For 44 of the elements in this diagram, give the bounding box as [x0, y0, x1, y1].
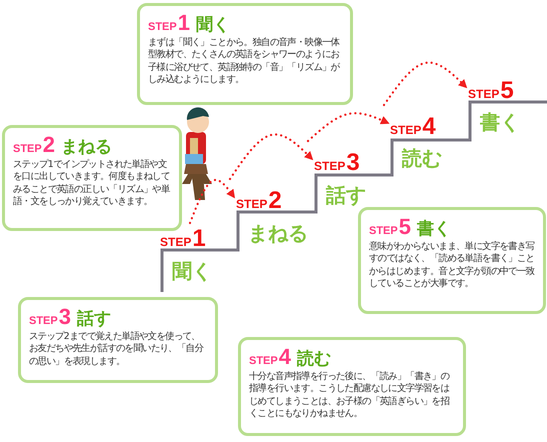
step-card: [18, 297, 218, 383]
step-number: 2: [42, 132, 55, 158]
step-number: 4: [422, 113, 436, 141]
step-tag: STEP: [236, 197, 268, 211]
step-number: 1: [192, 225, 206, 253]
description-text: 意味がわからないまま、単に文字を書き写すのではなく、「読める単語を書く」ことからはじめます。音と文字が頭の中で一致していることが大事です。: [369, 241, 535, 291]
step-tag: STEP: [29, 315, 58, 327]
step-title: 話す: [326, 182, 366, 209]
step-number: 5: [398, 214, 411, 240]
description-text: ステップ1でインプットされた単語や文を口に出していきます。何度もまねしてみることで英語の正しい「リズム」や単語・文をしっかり覚えていきます。: [13, 159, 171, 209]
step-tag: STEP: [314, 159, 346, 173]
dotted-arrow: [382, 61, 468, 106]
step-title: 読む: [402, 145, 442, 172]
step-tag: STEP: [390, 123, 422, 137]
step-tag: STEP: [160, 235, 192, 249]
step-tag: STEP: [468, 87, 500, 101]
dotted-arrow: [188, 178, 236, 224]
step-card: [238, 337, 466, 436]
step-title: 聞く: [196, 14, 230, 36]
dotted-arrow: [306, 112, 390, 142]
step-tag: STEP: [249, 355, 278, 367]
step-number: 1: [178, 10, 190, 36]
step-card: [137, 3, 353, 105]
description-text: ステップ2までで覚えた単語や文を使って、お友だちや先生が話すのを聞いたり、「自分の思い」を表現します。: [29, 331, 204, 368]
step-number: 3: [346, 149, 360, 177]
step-title: 読む: [296, 348, 331, 370]
step-number: 3: [58, 304, 71, 330]
step-number: 5: [500, 77, 514, 105]
step-card: [358, 207, 546, 314]
step-title: 聞く: [172, 258, 212, 285]
step-tag: STEP: [369, 225, 398, 237]
dotted-arrow: [228, 133, 314, 180]
description-text: 十分な音声指導を行った後に、「読み」「書き」の指導を行います。こうした配慮なしに文字学習をはじめてしまうことは、お子様の「英語ぎらい」を招くことにもなりかねません。: [249, 371, 450, 421]
step-number: 4: [278, 344, 291, 370]
step-tag: STEP: [13, 143, 42, 155]
step-tag: STEP: [148, 21, 177, 33]
step-title: 話す: [76, 308, 111, 330]
step-title: まねる: [248, 220, 308, 247]
step-title: 書く: [480, 109, 520, 136]
step-title: まねる: [60, 136, 112, 158]
step-title: 書く: [416, 218, 451, 240]
step-number: 2: [268, 187, 282, 215]
description-text: まずは「聞く」ことから。独自の音声・映像一体型教材で、たくさんの英語をシャワーのようにお子様に浴びせて、英語独特の「音」「リズム」がしみ込むようにします。: [148, 37, 341, 87]
step-card: [2, 125, 182, 231]
